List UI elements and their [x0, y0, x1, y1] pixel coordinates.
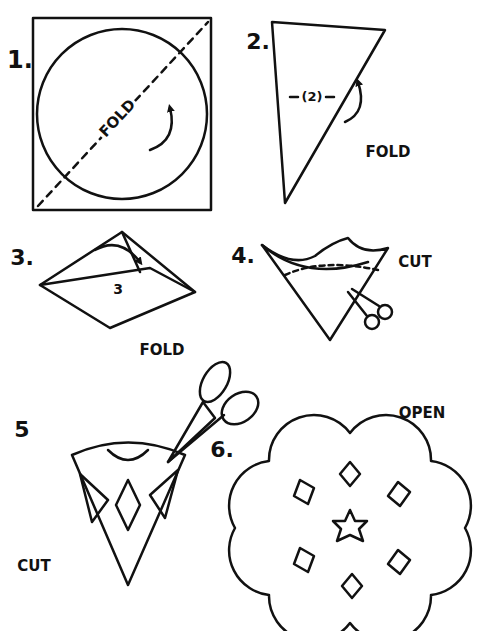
scissors — [168, 357, 264, 462]
cut-hole — [116, 480, 140, 530]
scissors-small — [348, 289, 392, 329]
folded-cone — [262, 238, 388, 340]
cut-label: CUT — [396, 254, 433, 271]
snowflake-hole — [388, 482, 410, 506]
fold-label: FOLD — [363, 144, 412, 161]
folded-triangle — [272, 22, 385, 203]
folded-paper — [40, 232, 195, 328]
scissor-blade — [348, 289, 379, 316]
snowflake-star — [333, 510, 367, 541]
snowflake-hole — [294, 480, 314, 504]
cut-label: CUT — [15, 558, 52, 575]
cut-notch — [80, 474, 108, 522]
cut-curve — [108, 450, 148, 460]
snowflake-hole — [388, 550, 410, 574]
open-label: OPEN — [397, 405, 448, 422]
fold-line — [38, 22, 208, 206]
step-number: 3. — [8, 246, 36, 270]
scissor-blade — [168, 402, 215, 462]
fold-label: FOLD — [95, 94, 140, 141]
snowflake-hole — [294, 548, 314, 572]
step-number: 4. — [229, 244, 257, 268]
fold-arrow — [95, 245, 140, 262]
step-number: 1. — [5, 47, 35, 73]
cut-notch — [150, 470, 178, 518]
drawing — [33, 18, 471, 631]
fold-arrow — [345, 82, 361, 122]
circle-outline — [37, 29, 207, 199]
step-number: 6. — [208, 438, 236, 462]
scissor-handle — [216, 385, 265, 431]
fold-mark-label: (2) — [300, 90, 325, 104]
snowflake-outline — [229, 415, 471, 631]
fold-label: FOLD — [137, 342, 186, 359]
fold-arrow — [150, 108, 172, 150]
step-number: 5 — [12, 418, 31, 442]
folded-cone — [72, 443, 185, 586]
scissor-handle — [378, 305, 392, 319]
snowflake-hole — [340, 462, 360, 486]
fold-mark-label: 3 — [111, 282, 125, 297]
cut-line — [285, 265, 378, 275]
paper-square — [33, 18, 211, 210]
step-number: 2. — [244, 30, 272, 54]
snowflake-hole — [342, 574, 362, 598]
